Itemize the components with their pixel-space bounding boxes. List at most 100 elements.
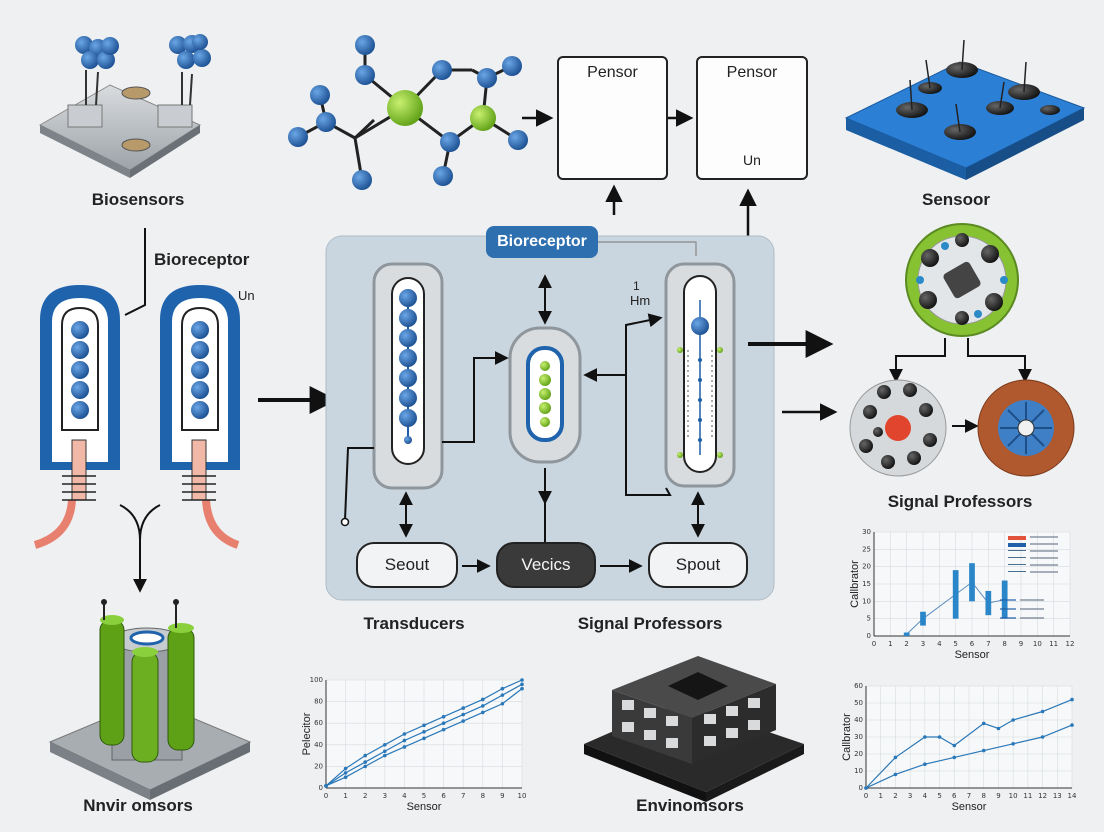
data-point <box>481 704 485 708</box>
data-point <box>500 693 505 697</box>
bioreceptor-badge: Bioreceptor <box>486 226 598 258</box>
data-point <box>441 727 446 732</box>
data-point <box>1070 697 1074 702</box>
x-tick-label: 2 <box>363 792 367 800</box>
pensor-box-2-sub: Un <box>743 152 761 168</box>
data-point <box>441 721 446 725</box>
data-point <box>461 712 466 717</box>
pensor-box-1: Pensor <box>557 56 668 180</box>
x-tick-label: 4 <box>402 792 407 800</box>
x-tick-label: 6 <box>952 792 957 800</box>
transducers-label: Transducers <box>363 614 465 633</box>
data-point <box>363 760 368 764</box>
data-point <box>500 686 505 691</box>
envinomsors-label: Envinomsors <box>636 796 744 815</box>
series-line <box>865 699 1073 789</box>
data-point <box>461 719 466 723</box>
legend-swatch <box>1008 571 1026 572</box>
x-tick-label: 0 <box>872 640 876 648</box>
data-point <box>481 710 485 715</box>
data-point <box>923 735 927 739</box>
x-tick-label: 2 <box>893 792 897 800</box>
x-tick-label: 4 <box>923 792 928 800</box>
x-tick-label: 12 <box>1066 640 1075 648</box>
data-point <box>923 762 927 766</box>
data-point <box>981 721 986 726</box>
data-point <box>981 748 986 753</box>
spout-button[interactable]: Spout <box>648 542 748 588</box>
y-tick-label: 0 <box>319 784 323 792</box>
pensor-box-2-title: Pensor <box>726 64 778 81</box>
x-tick-label: 11 <box>1049 640 1058 648</box>
legend-swatch <box>1008 564 1026 565</box>
data-point <box>952 743 957 748</box>
x-tick-label: 8 <box>981 792 985 800</box>
x-tick-label: 1 <box>888 640 892 648</box>
vecics-capsule <box>508 326 582 464</box>
x-tick-label: 3 <box>908 792 912 800</box>
data-point <box>937 735 942 739</box>
data-point <box>422 723 426 728</box>
y-axis-label: Callbrator <box>849 560 861 608</box>
y-tick-label: 0 <box>867 632 871 640</box>
data-point <box>343 771 348 775</box>
y-tick-label: 20 <box>854 750 863 758</box>
x-tick-label: 7 <box>986 640 990 648</box>
green-processor-disc <box>905 223 1019 337</box>
data-point <box>422 730 426 734</box>
data-point <box>402 732 407 736</box>
bar <box>952 570 959 619</box>
data-point <box>343 775 348 779</box>
x-tick-label: 12 <box>1038 792 1047 800</box>
data-point <box>441 714 446 719</box>
x-axis-label: Sensor <box>952 801 987 813</box>
data-point <box>1070 723 1074 727</box>
y-axis-label: Pelecitor <box>301 712 313 755</box>
signal-professors-right-label: Signal Professors <box>887 492 1033 511</box>
envinomsors-illustration <box>584 656 804 802</box>
vecics-button[interactable]: Vecics <box>496 542 596 588</box>
x-tick-label: 1 <box>343 792 347 800</box>
x-tick-label: 14 <box>1068 792 1077 800</box>
x-tick-label: 5 <box>953 640 957 648</box>
data-point <box>363 764 368 769</box>
x-tick-label: 6 <box>970 640 975 648</box>
seout-button[interactable]: Seout <box>356 542 458 588</box>
x-tick-label: 10 <box>518 792 527 800</box>
legend-swatch <box>1008 543 1026 547</box>
x-tick-label: 9 <box>996 792 1000 800</box>
y-tick-label: 20 <box>314 762 323 770</box>
data-point <box>324 784 328 788</box>
x-tick-label: 2 <box>904 640 908 648</box>
bar <box>985 590 992 616</box>
badge-connector <box>596 241 697 256</box>
y-tick-label: 100 <box>310 676 323 684</box>
x-tick-label: 10 <box>1033 640 1042 648</box>
x-tick-label: 8 <box>481 792 485 800</box>
signal-professors-center-label: Signal Professors <box>577 614 723 633</box>
electrode-left <box>33 285 120 549</box>
x-tick-label: 9 <box>500 792 504 800</box>
sensoor-plate-illustration <box>844 39 1086 180</box>
data-point <box>481 697 485 702</box>
bar <box>969 563 975 602</box>
data-point <box>1040 735 1045 739</box>
legend-swatch <box>1008 536 1026 540</box>
data-point <box>383 753 387 758</box>
data-point <box>383 749 387 754</box>
y-tick-label: 60 <box>314 719 323 727</box>
panel-side-note-2: Hm <box>630 293 651 308</box>
data-point <box>996 726 1001 731</box>
electrode-merge-arrow <box>119 504 161 593</box>
y-tick-label: 25 <box>862 545 871 553</box>
transducer-column <box>372 262 444 490</box>
x-tick-label: 7 <box>461 792 465 800</box>
bioreceptor-label: Bioreceptor <box>154 250 250 269</box>
x-tick-label: 13 <box>1053 792 1062 800</box>
data-point <box>461 706 466 710</box>
nnvir-omsors-illustration <box>48 599 252 800</box>
biosensor-device-illustration <box>38 34 211 178</box>
